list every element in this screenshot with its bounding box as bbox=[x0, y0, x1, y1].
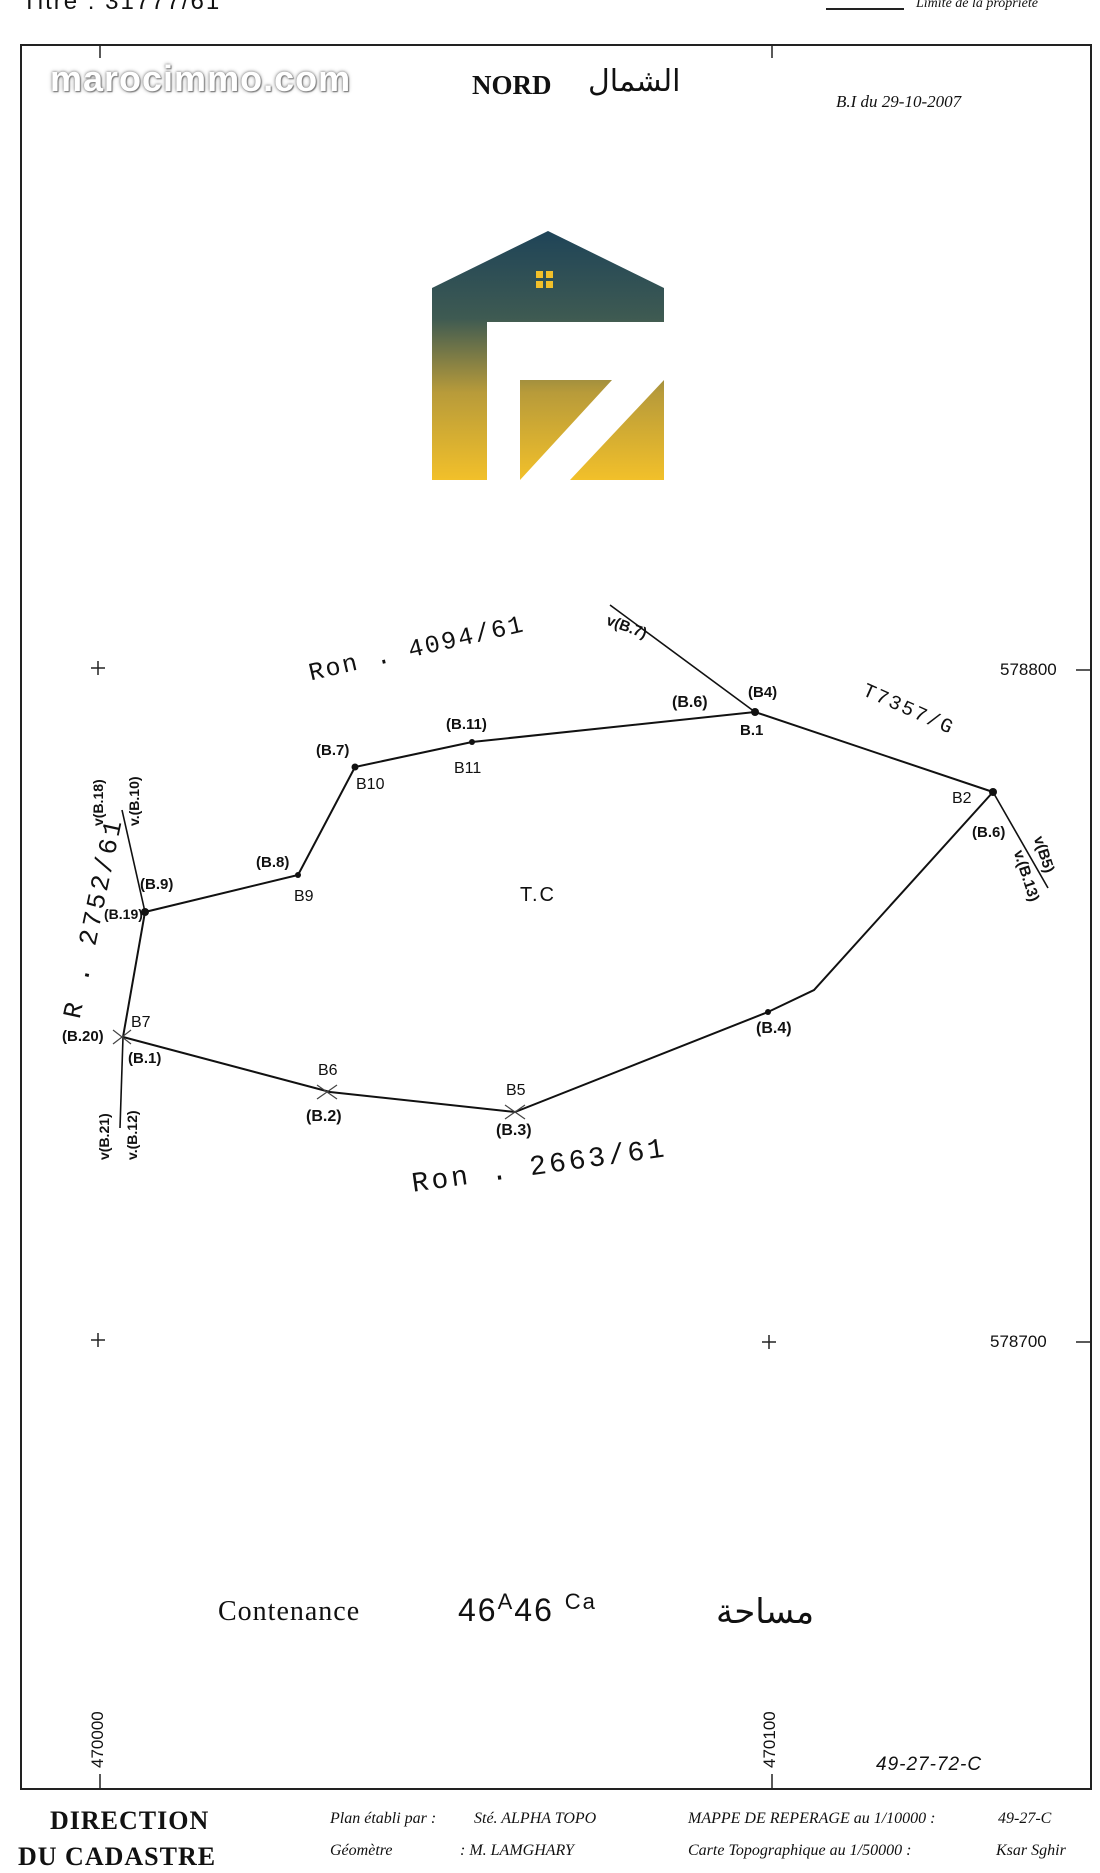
geometre-value: : M. LAMGHARY bbox=[460, 1842, 574, 1859]
mappe-label: MAPPE DE REPERAGE au 1/10000 : bbox=[688, 1810, 936, 1827]
point-b9-label: B9 bbox=[294, 888, 314, 905]
point-v-b12-label: v.(B.12) bbox=[124, 1110, 140, 1160]
point-b9-top-label: (B.9) bbox=[140, 876, 174, 893]
grid-y-lower-label: 578700 bbox=[990, 1332, 1047, 1351]
grid-x-right-label: 470100 bbox=[760, 1711, 779, 1768]
mappe-value: 49-27-C bbox=[998, 1810, 1052, 1827]
legend-line-sample bbox=[826, 8, 904, 10]
frame-ticks bbox=[99, 44, 1092, 1790]
point-b5-alt-label: (B.3) bbox=[496, 1122, 532, 1139]
point-b2-alt-label: (B.6) bbox=[972, 824, 1006, 841]
titre-label: Titre : 31777/61 bbox=[22, 0, 221, 16]
legend-label: Limite de la propriété bbox=[916, 0, 1038, 11]
date-note: B.I du 29-10-2007 bbox=[836, 92, 962, 111]
titre-value: : 31777/61 bbox=[87, 0, 222, 15]
parcel-boundary bbox=[121, 710, 995, 1114]
point-b19-label: (B.19) bbox=[104, 906, 143, 922]
north-arabic-label: الشمال bbox=[588, 64, 681, 99]
geometre-label: Géomètre bbox=[330, 1842, 393, 1859]
grid-y-upper-label: 578800 bbox=[1000, 660, 1057, 679]
point-b2-label: B2 bbox=[952, 790, 972, 807]
point-v-b10-label: v.(B.10) bbox=[126, 776, 142, 826]
footer-title-line2: DU CADASTRE bbox=[18, 1842, 217, 1871]
point-b10-label: B10 bbox=[356, 776, 385, 793]
point-b20-label: (B.20) bbox=[62, 1028, 104, 1045]
point-b8-label: (B.8) bbox=[256, 854, 290, 871]
house-z-logo-icon bbox=[432, 231, 664, 480]
point-b4-top-label: (B4) bbox=[748, 684, 778, 701]
area-label: Contenance bbox=[218, 1596, 361, 1627]
point-b6-top-label: (B.6) bbox=[672, 694, 708, 711]
boundary-point-crosses bbox=[112, 1029, 526, 1120]
grid-x-left-label: 470000 bbox=[88, 1711, 107, 1768]
carte-label: Carte Topographique au 1/50000 : bbox=[688, 1842, 912, 1859]
point-b7-alt-label: (B.1) bbox=[128, 1050, 162, 1067]
point-b11-label: B11 bbox=[454, 760, 482, 777]
point-b4-label: (B.4) bbox=[756, 1020, 792, 1037]
area-arabic-label: مساحة bbox=[716, 1592, 815, 1632]
map-reference: 49-27-72-C bbox=[876, 1754, 983, 1775]
point-b6-alt-label: (B.2) bbox=[306, 1108, 342, 1125]
plan-by-value: Sté. ALPHA TOPO bbox=[474, 1810, 597, 1827]
boundary-point-markers bbox=[141, 708, 997, 1015]
plan-by-label: Plan établi par : bbox=[330, 1810, 437, 1827]
footer-title-line1: DIRECTION bbox=[50, 1806, 210, 1835]
point-b7-label-alt: (B.7) bbox=[316, 742, 350, 759]
point-b5-label: B5 bbox=[506, 1082, 526, 1099]
point-b1-label: B.1 bbox=[740, 722, 764, 739]
neighbor-boundaries bbox=[119, 604, 1049, 1129]
carte-value: Ksar Sghir bbox=[996, 1842, 1066, 1859]
point-b6-label: B6 bbox=[318, 1062, 338, 1079]
point-b11-alt-label: (B.11) bbox=[446, 716, 487, 733]
north-label: NORD bbox=[472, 70, 552, 100]
watermark-text: marocimmo.com bbox=[50, 58, 352, 99]
area-value: 46A46 Ca bbox=[458, 1589, 597, 1628]
point-v-b21-label: v(B.21) bbox=[96, 1113, 112, 1160]
plan-frame bbox=[20, 44, 1092, 1790]
point-b7-label: B7 bbox=[131, 1014, 151, 1031]
parcel-center-label: T.C bbox=[520, 884, 556, 906]
point-v-b18-label: v(B.18) bbox=[90, 779, 106, 826]
grid-cross-icon bbox=[91, 661, 776, 1349]
